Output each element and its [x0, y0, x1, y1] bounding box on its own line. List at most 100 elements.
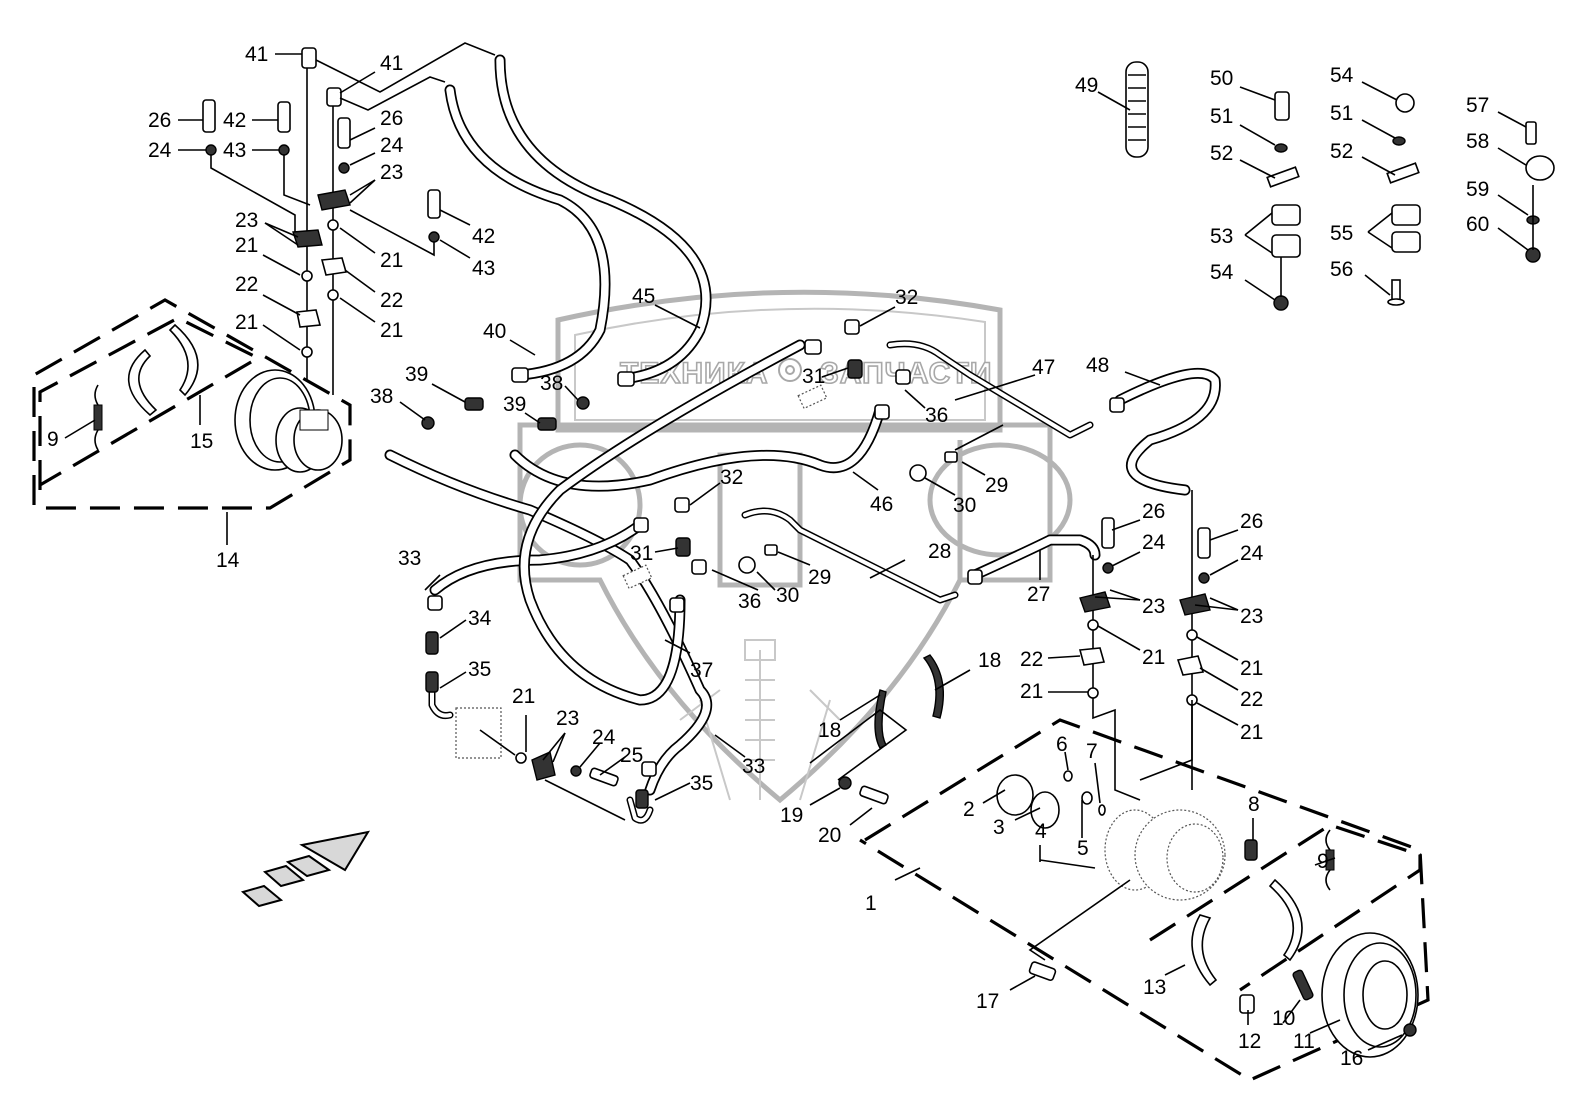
- callout-21: 21: [512, 685, 535, 708]
- callout-38: 38: [370, 385, 393, 408]
- callout-18: 18: [818, 719, 841, 742]
- fittings: [421, 319, 1125, 821]
- callout-21: 21: [380, 249, 403, 272]
- callout-13: 13: [1143, 976, 1166, 999]
- callout-26: 26: [1142, 500, 1165, 523]
- callout-26: 26: [380, 107, 403, 130]
- callout-50: 50: [1210, 67, 1233, 90]
- spring-part: [93, 384, 103, 451]
- callout-54: 54: [1330, 64, 1354, 87]
- callout-52: 52: [1210, 142, 1233, 165]
- callout-2: 2: [963, 798, 975, 821]
- callout-27: 27: [1027, 583, 1050, 606]
- brake-shoe-part: [127, 323, 199, 417]
- callout-22: 22: [1240, 688, 1263, 711]
- callout-21: 21: [1142, 646, 1165, 669]
- pipe-47: [886, 340, 1094, 439]
- callout-51: 51: [1210, 105, 1233, 128]
- callout-33: 33: [742, 755, 765, 778]
- callout-14: 14: [216, 549, 240, 572]
- callout-58: 58: [1466, 130, 1489, 153]
- callout-18: 18: [978, 649, 1001, 672]
- callout-21: 21: [1240, 721, 1263, 744]
- pipe-35: [428, 686, 654, 824]
- callout-16: 16: [1340, 1047, 1363, 1070]
- callout-42: 42: [223, 109, 246, 132]
- callout-24: 24: [1240, 542, 1264, 565]
- callout-25: 25: [620, 744, 643, 767]
- callout-9: 9: [1317, 850, 1329, 873]
- callout-23: 23: [380, 161, 403, 184]
- hose-45: [444, 54, 712, 384]
- callout-36: 36: [925, 404, 948, 427]
- callout-26: 26: [148, 109, 171, 132]
- cover-part: [996, 770, 1106, 869]
- callout-43: 43: [223, 139, 246, 162]
- hub-drum-part: [1104, 809, 1226, 901]
- hose-48: [1114, 367, 1221, 496]
- callout-22: 22: [1020, 648, 1043, 671]
- callout-47: 47: [1032, 356, 1055, 379]
- callout-29: 29: [985, 474, 1008, 497]
- callout-17: 17: [976, 990, 999, 1013]
- pipe-28: [741, 507, 959, 604]
- callout-54: 54: [1210, 261, 1234, 284]
- callout-leaders: [64, 53, 1529, 1051]
- brake-shoe-segments: [809, 654, 945, 805]
- callout-57: 57: [1466, 94, 1489, 117]
- callout-9: 9: [47, 428, 59, 451]
- callout-53: 53: [1210, 225, 1233, 248]
- callout-15: 15: [190, 430, 213, 453]
- callout-1: 1: [865, 892, 877, 915]
- callout-24: 24: [148, 139, 172, 162]
- callout-24: 24: [380, 134, 404, 157]
- callout-46: 46: [870, 493, 893, 516]
- callout-21: 21: [235, 234, 258, 257]
- callout-49: 49: [1075, 74, 1098, 97]
- callout-35: 35: [468, 658, 491, 681]
- callout-7: 7: [1086, 740, 1098, 763]
- callout-23: 23: [235, 209, 258, 232]
- callout-34: 34: [468, 607, 492, 630]
- callout-28: 28: [928, 540, 951, 563]
- callout-11: 11: [1293, 1030, 1315, 1053]
- callout-51: 51: [1330, 102, 1353, 125]
- hose-27: [969, 534, 1101, 581]
- callout-29: 29: [808, 566, 831, 589]
- callout-10: 10: [1272, 1007, 1295, 1030]
- callout-59: 59: [1466, 178, 1489, 201]
- callout-21: 21: [380, 319, 403, 342]
- left-mount-hardware: [202, 42, 496, 395]
- callout-41: 41: [380, 52, 403, 75]
- callout-21: 21: [1240, 657, 1263, 680]
- callout-60: 60: [1466, 213, 1489, 236]
- callout-24: 24: [592, 726, 616, 749]
- callout-42: 42: [472, 225, 495, 248]
- callout-22: 22: [235, 273, 258, 296]
- callout-23: 23: [1240, 605, 1263, 628]
- callout-33: 33: [398, 547, 421, 570]
- callout-5: 5: [1077, 837, 1089, 860]
- callout-8: 8: [1248, 793, 1260, 816]
- callout-40: 40: [483, 320, 506, 343]
- right-brake-assembly: [859, 718, 1430, 1082]
- callout-24: 24: [1142, 531, 1166, 554]
- callout-20: 20: [818, 824, 841, 847]
- callout-31: 31: [630, 542, 653, 565]
- callout-38: 38: [540, 372, 563, 395]
- callout-45: 45: [632, 285, 655, 308]
- callout-41: 41: [245, 43, 268, 66]
- hose-37: [518, 339, 806, 706]
- loose-parts: [1125, 61, 1555, 311]
- callout-labels: 41 41 26 24 42 43 26 24 23 23 21 22 21 2…: [47, 43, 1489, 1070]
- brake-drum-part: [1321, 932, 1419, 1058]
- callout-21: 21: [1020, 680, 1043, 703]
- callout-30: 30: [776, 584, 799, 607]
- callout-6: 6: [1056, 733, 1068, 756]
- callout-31: 31: [802, 365, 825, 388]
- callout-19: 19: [780, 804, 803, 827]
- callout-30: 30: [953, 494, 976, 517]
- callout-32: 32: [720, 466, 743, 489]
- gear-icon: [778, 358, 802, 382]
